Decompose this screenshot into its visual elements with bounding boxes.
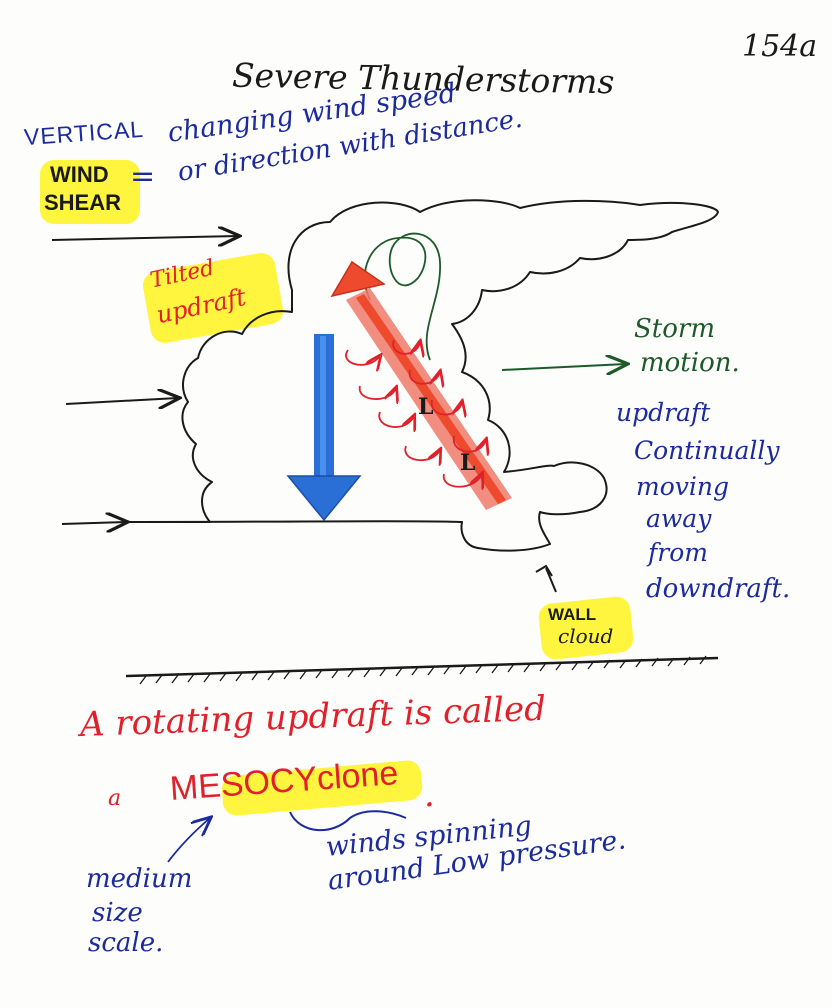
updraft-note-line6: downdraft. — [646, 574, 791, 604]
wind-arrow-bottom — [61, 522, 126, 524]
equals-sign: = — [130, 159, 156, 194]
shear-label: SHEAR — [44, 190, 122, 215]
article-a: a — [108, 786, 122, 811]
storm-motion-arrow — [501, 364, 626, 370]
updraft-note-line4: away — [646, 504, 712, 533]
green-loop-line — [364, 232, 441, 361]
medium-pointer-arrow — [167, 818, 210, 863]
updraft-note-line2: Continually — [634, 436, 780, 465]
downdraft-arrow — [286, 334, 362, 522]
scale-label: scale. — [88, 928, 164, 958]
medium-label: medium — [86, 864, 193, 894]
updraft-note-line1: updraft — [616, 398, 711, 427]
cloud-outline — [127, 199, 719, 552]
ground-line — [125, 656, 719, 678]
mesocyclone-underline — [289, 810, 407, 832]
updraft-note-line5: from — [648, 538, 708, 567]
wall-label: WALL — [548, 605, 597, 624]
updraft-note-line3: moving — [636, 472, 729, 501]
ground-hatching — [139, 655, 707, 685]
wall-cloud-pointer — [535, 564, 557, 593]
cloud-label: cloud — [558, 624, 614, 648]
motion-label: motion. — [640, 348, 740, 378]
wind-label: WIND — [50, 162, 109, 187]
storm-label: Storm — [634, 314, 715, 344]
wind-arrow-top — [51, 236, 238, 240]
mesocyclone-period: . — [424, 775, 435, 815]
wind-arrow-middle — [65, 398, 178, 404]
page-number: 154a — [742, 29, 818, 64]
size-label: size — [92, 898, 143, 928]
updraft-arrow — [330, 260, 512, 510]
rotation-arrows — [345, 340, 486, 487]
low-marker-lower: L — [460, 450, 476, 476]
wind-shear-highlight — [40, 160, 140, 224]
low-marker-upper: L — [418, 394, 434, 420]
